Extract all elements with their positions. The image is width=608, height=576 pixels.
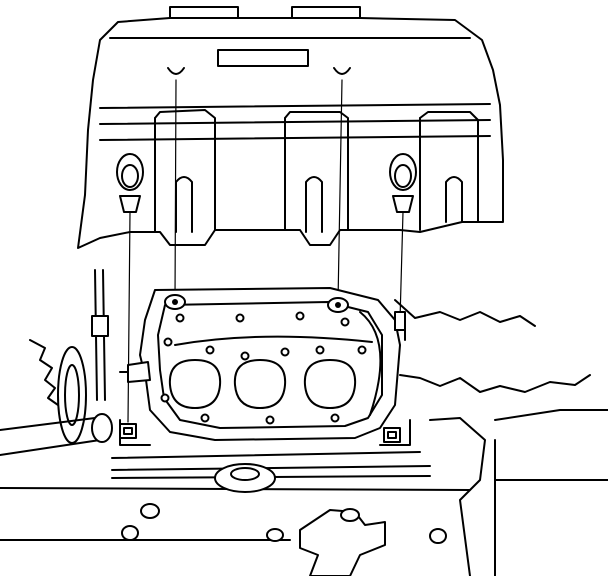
cover-slot-3 [445, 176, 463, 223]
cutaway-edge-right-lower [399, 374, 591, 393]
cover-label-slot [217, 49, 309, 67]
runner-3 [303, 359, 357, 409]
manifold-base-mid [111, 465, 431, 471]
cover-rib-2 [99, 119, 491, 125]
lower-deck-bosses [121, 503, 447, 544]
cover-ridge-left [154, 109, 216, 231]
engine-bay [0, 269, 608, 576]
cover-ridge-right [419, 111, 479, 223]
leader-line-3 [337, 79, 343, 303]
leader-line-4 [399, 211, 404, 321]
plenum-rib-1 [174, 335, 373, 346]
mounting-stud-left [164, 294, 186, 310]
cover-rib-1 [99, 103, 491, 109]
cover-grommet-left [116, 153, 144, 213]
cutaway-edge-right [394, 299, 536, 327]
right-block-top [494, 409, 608, 421]
plenum-holes [160, 311, 367, 425]
right-block [429, 417, 486, 576]
manifold-base-top [111, 451, 421, 459]
filler-cap [214, 463, 276, 493]
cutaway-edge-left [29, 339, 59, 406]
cover-outline [77, 17, 504, 249]
base-mount-right [379, 419, 411, 446]
plenum-rib-right [359, 311, 382, 416]
mounting-stud-right [327, 297, 349, 313]
cover-bolt-hole-left [167, 67, 185, 75]
intake-plenum [119, 287, 411, 446]
runner-1 [168, 359, 222, 409]
leader-line-1 [127, 211, 131, 423]
rod-clamp [91, 315, 109, 337]
hose-left [0, 413, 113, 456]
alignment-lines [127, 79, 404, 423]
leader-line-2 [174, 79, 177, 301]
lower-bracket [299, 509, 386, 576]
base-grommet-left [119, 423, 137, 439]
base-grommet-right [383, 427, 401, 443]
cover-bolt-hole-right [333, 67, 351, 75]
cover-grommet-right [389, 153, 417, 213]
left-connector [127, 361, 151, 383]
cover-ridge-center [284, 111, 349, 231]
plenum-side-bolt [394, 311, 406, 341]
runner-2 [233, 359, 287, 409]
pulley [57, 346, 87, 444]
cover-slot-2 [305, 176, 323, 233]
engine-cover [77, 6, 504, 249]
cover-rib-3 [99, 135, 491, 141]
lower-bracket-bolt [340, 508, 360, 522]
